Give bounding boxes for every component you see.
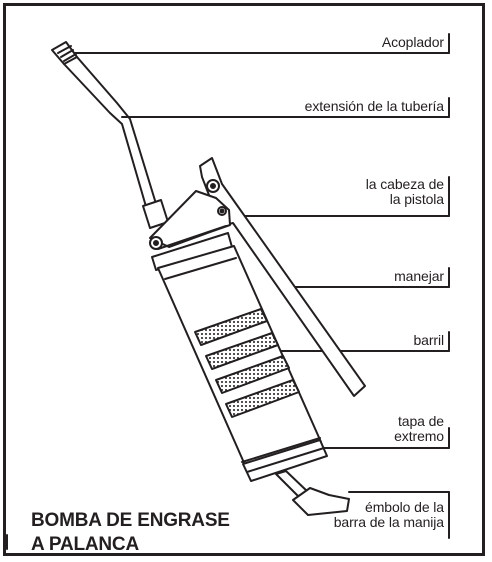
label-plunger-line2: barra de la manija (333, 514, 444, 530)
diagram-frame (3, 3, 485, 556)
diagram-frame-bottom (3, 553, 485, 556)
end-cap-shape (242, 439, 328, 482)
diagram-title: BOMBA DE ENGRASE A PALANCA (31, 509, 230, 557)
pipe-extension-shape (63, 56, 158, 211)
handle-shape (199, 157, 366, 397)
label-coupler: Acoplador (381, 34, 444, 50)
label-gun-head-line1: la cabeza de (365, 176, 444, 192)
coupler-shape (51, 41, 78, 65)
diagram-title-line2: A PALANCA (31, 534, 139, 555)
label-handle: manejar (394, 268, 444, 284)
label-barrel: barril (413, 332, 444, 348)
label-end-cap-line1: tapa de (397, 413, 444, 429)
leader-lines (6, 33, 450, 550)
label-pipe-extension: extensión de la tubería (304, 98, 444, 114)
diagram-title-line1: BOMBA DE ENGRASE (31, 510, 230, 531)
label-plunger-line1: émbolo de la (365, 499, 444, 515)
label-end-cap-line2: extremo (394, 428, 444, 444)
plunger-shape (275, 470, 350, 516)
barrel-bands (194, 308, 300, 418)
label-plunger: émbolo de la barra de la manija (300, 500, 444, 530)
label-gun-head-line2: la pistola (389, 191, 444, 207)
label-gun-head: la cabeza de la pistola (300, 177, 444, 207)
label-end-cap: tapa de extremo (300, 414, 444, 444)
